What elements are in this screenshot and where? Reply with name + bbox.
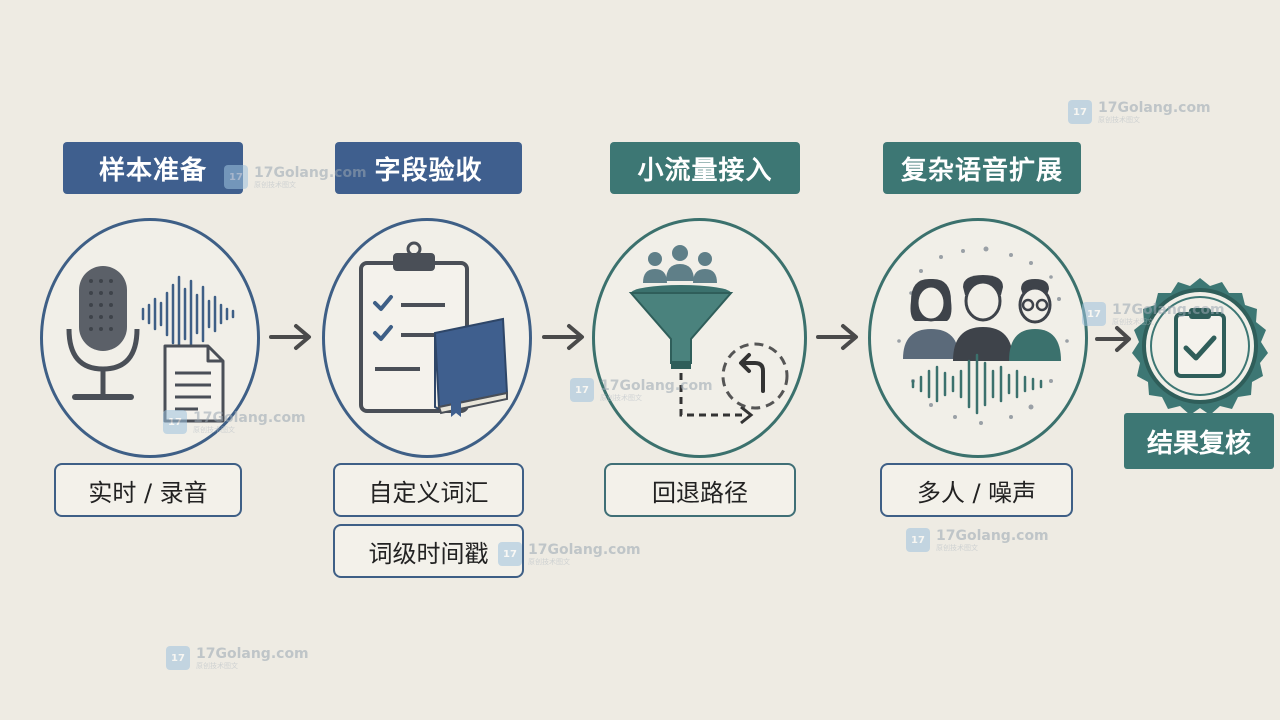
funnel-icon [628,285,734,369]
arrow-right-icon [1095,326,1131,352]
watermark-logo-icon: 17 [166,646,190,670]
arrow-right-icon [542,324,584,350]
watermark-logo-icon: 17 [570,378,594,402]
watermark-logo-icon: 17 [1082,302,1106,326]
step-4-circle [868,218,1088,458]
microphone-icon [66,266,235,423]
watermark-logo-icon: 17 [163,410,187,434]
arrow-right-icon [269,324,311,350]
document-icon [163,344,225,423]
watermark-logo-icon: 17 [906,528,930,552]
step-1-circle [40,218,260,458]
step-2-label-2: 词级时间戳 [333,524,524,578]
watermark-logo-icon: 17 [224,165,248,189]
step-1-title: 样本准备 [63,142,243,194]
people-icon [643,245,717,283]
step-3-circle [592,218,807,458]
waveform-icon [141,275,235,353]
clipboard-check-icon [1174,308,1226,378]
arrow-right-icon [816,324,858,350]
step-4-title: 复杂语音扩展 [883,142,1081,194]
step-2-circle [322,218,532,458]
final-step-label: 结果复核 [1124,413,1274,469]
step-3-title: 小流量接入 [610,142,800,194]
waveform-icon [911,353,1043,415]
seal-badge-icon [1132,278,1268,415]
step-4-label: 多人 / 噪声 [880,463,1073,517]
step-2-title: 字段验收 [335,142,522,194]
step-1-label: 实时 / 录音 [54,463,242,517]
fallback-arrow-icon [679,342,789,425]
clipboard-checklist-icon [359,241,509,417]
step-2-label-1: 自定义词汇 [333,463,524,517]
book-icon [433,317,509,417]
step-3-label: 回退路径 [604,463,796,517]
watermark-logo-icon: 17 [498,542,522,566]
people-group-icon [903,275,1061,361]
watermark-logo-icon: 17 [1068,100,1092,124]
